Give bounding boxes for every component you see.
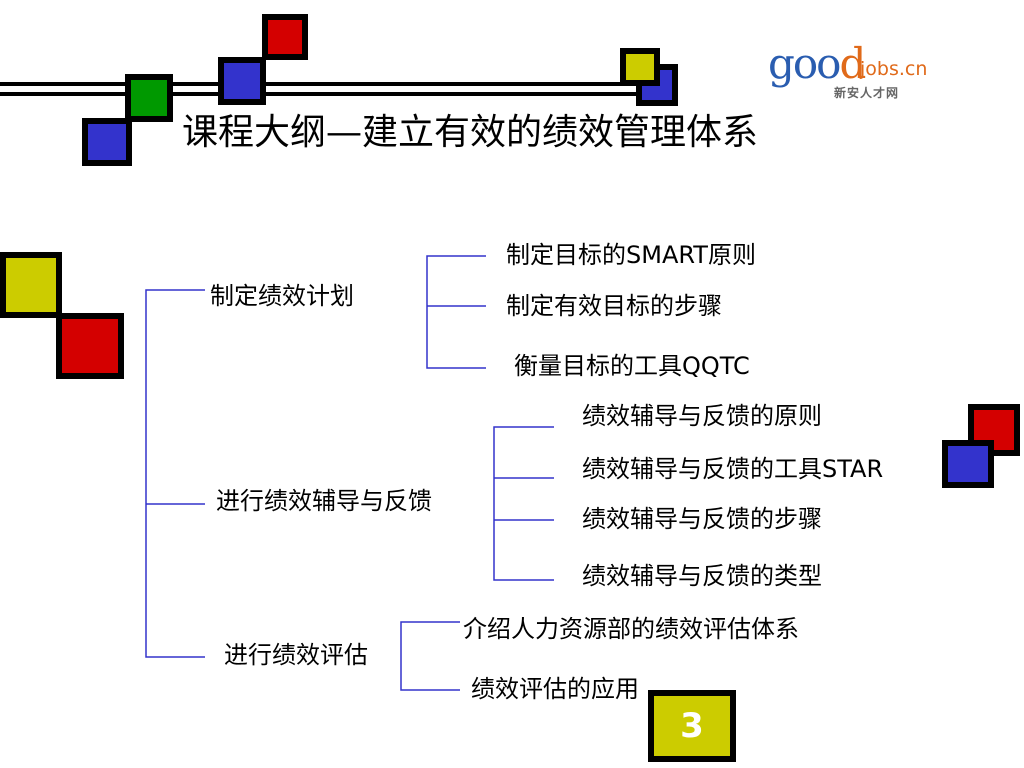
outline-plan: 制定绩效计划	[210, 282, 354, 310]
decor-square-blue	[82, 118, 132, 166]
outline-plan-item: 制定目标的SMART原则	[506, 241, 756, 269]
decor-square-yellow	[620, 48, 660, 86]
decor-square-green	[125, 74, 173, 122]
outline-coaching-item: 绩效辅导与反馈的类型	[582, 562, 822, 590]
outline-plan-item: 衡量目标的工具QQTC	[514, 352, 750, 380]
page-number: 3	[648, 690, 736, 762]
outline-plan-item: 制定有效目标的步骤	[506, 292, 722, 320]
decor-square-red	[262, 14, 308, 60]
page-title: 课程大纲—建立有效的绩效管理体系	[182, 112, 759, 153]
outline-evaluation-item: 介绍人力资源部的绩效评估体系	[463, 615, 799, 643]
outline-coaching-item: 绩效辅导与反馈的工具STAR	[582, 455, 884, 483]
decor-square-blue	[218, 57, 266, 105]
decor-square-yellow	[0, 252, 62, 318]
outline-coaching-item: 绩效辅导与反馈的步骤	[582, 505, 822, 533]
outline-evaluation-item: 绩效评估的应用	[471, 675, 639, 703]
decor-square-blue	[942, 440, 994, 488]
outline-coaching: 进行绩效辅导与反馈	[216, 487, 432, 515]
goodjobs-logo: good jobs.cn 新安人才网	[768, 39, 928, 101]
outline-coaching-item: 绩效辅导与反馈的原则	[582, 402, 822, 430]
decor-square-red	[56, 313, 124, 379]
outline-evaluation: 进行绩效评估	[224, 641, 368, 669]
